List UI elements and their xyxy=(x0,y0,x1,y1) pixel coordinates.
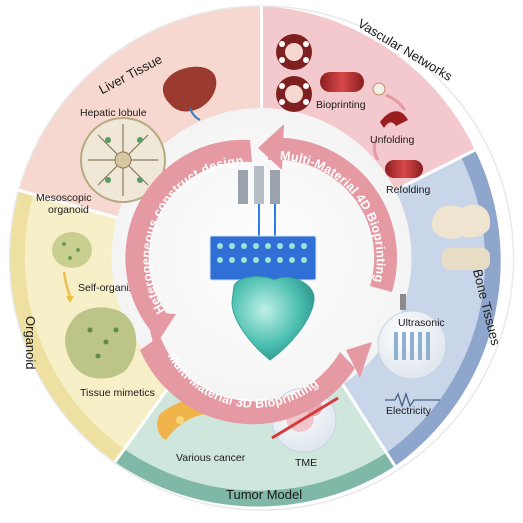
tissue-mimetic-icon xyxy=(65,307,137,379)
vessel-folding-icon xyxy=(380,111,408,128)
arrow-4d-head xyxy=(258,124,284,170)
info-icon xyxy=(372,82,386,96)
printer-nozzle-1 xyxy=(238,170,248,204)
arrow-4d xyxy=(268,137,398,292)
bone-illustration: Ultrasonic Electricity xyxy=(377,204,491,417)
tumor-illustration: Various cancer TME xyxy=(157,387,339,469)
segment-title-tumor: Tumor Model xyxy=(226,487,302,502)
printer-nozzle-3 xyxy=(270,170,280,204)
label-electricity: Electricity xyxy=(386,405,432,417)
liver-organ-icon xyxy=(162,66,217,112)
ultrasonic-probe-icon xyxy=(400,294,406,310)
segment-title-organoid: Organoid xyxy=(23,316,38,369)
electricity-icon xyxy=(385,391,440,409)
label-tme: TME xyxy=(295,457,317,469)
label-unfolding: Unfolding xyxy=(370,134,415,146)
organoid-band xyxy=(9,190,124,462)
center-arrows xyxy=(125,124,398,425)
mesoscopic-organoid-icon xyxy=(52,232,92,268)
arrow-3d-head xyxy=(346,342,372,378)
heart-icon xyxy=(231,276,315,361)
scaffold-block-icon xyxy=(209,235,317,281)
printer-nozzle-2 xyxy=(254,166,264,204)
label-refolding: Refolding xyxy=(386,184,431,196)
bioprinter-illustration xyxy=(209,166,317,361)
vascular-illustration: Bioprinting Unfolding Refolding xyxy=(276,34,431,196)
vessel-tube-icon xyxy=(320,72,364,92)
bone-joint-icon xyxy=(432,204,491,239)
label-various-cancer: Various cancer xyxy=(176,452,246,464)
arrow-heterogeneous-head xyxy=(146,312,176,348)
liver-illustration: Hepatic lobule xyxy=(80,66,217,203)
label-bioprinting: Bioprinting xyxy=(316,99,366,111)
label-mesoscopic-organoid-1: Mesoscopic xyxy=(36,192,91,204)
label-ultrasonic: Ultrasonic xyxy=(398,317,445,329)
vessel-refolded-icon xyxy=(385,160,423,178)
arrow-heterogeneous xyxy=(125,139,252,330)
bone-band xyxy=(386,150,501,466)
tumor-band xyxy=(115,449,395,507)
label-hepatic-lobule: Hepatic lobule xyxy=(80,107,147,119)
label-mesoscopic-organoid-2: organoid xyxy=(48,204,89,216)
label-tissue-mimetics: Tissue mimetics xyxy=(80,387,155,399)
arrow-3d xyxy=(140,336,355,425)
